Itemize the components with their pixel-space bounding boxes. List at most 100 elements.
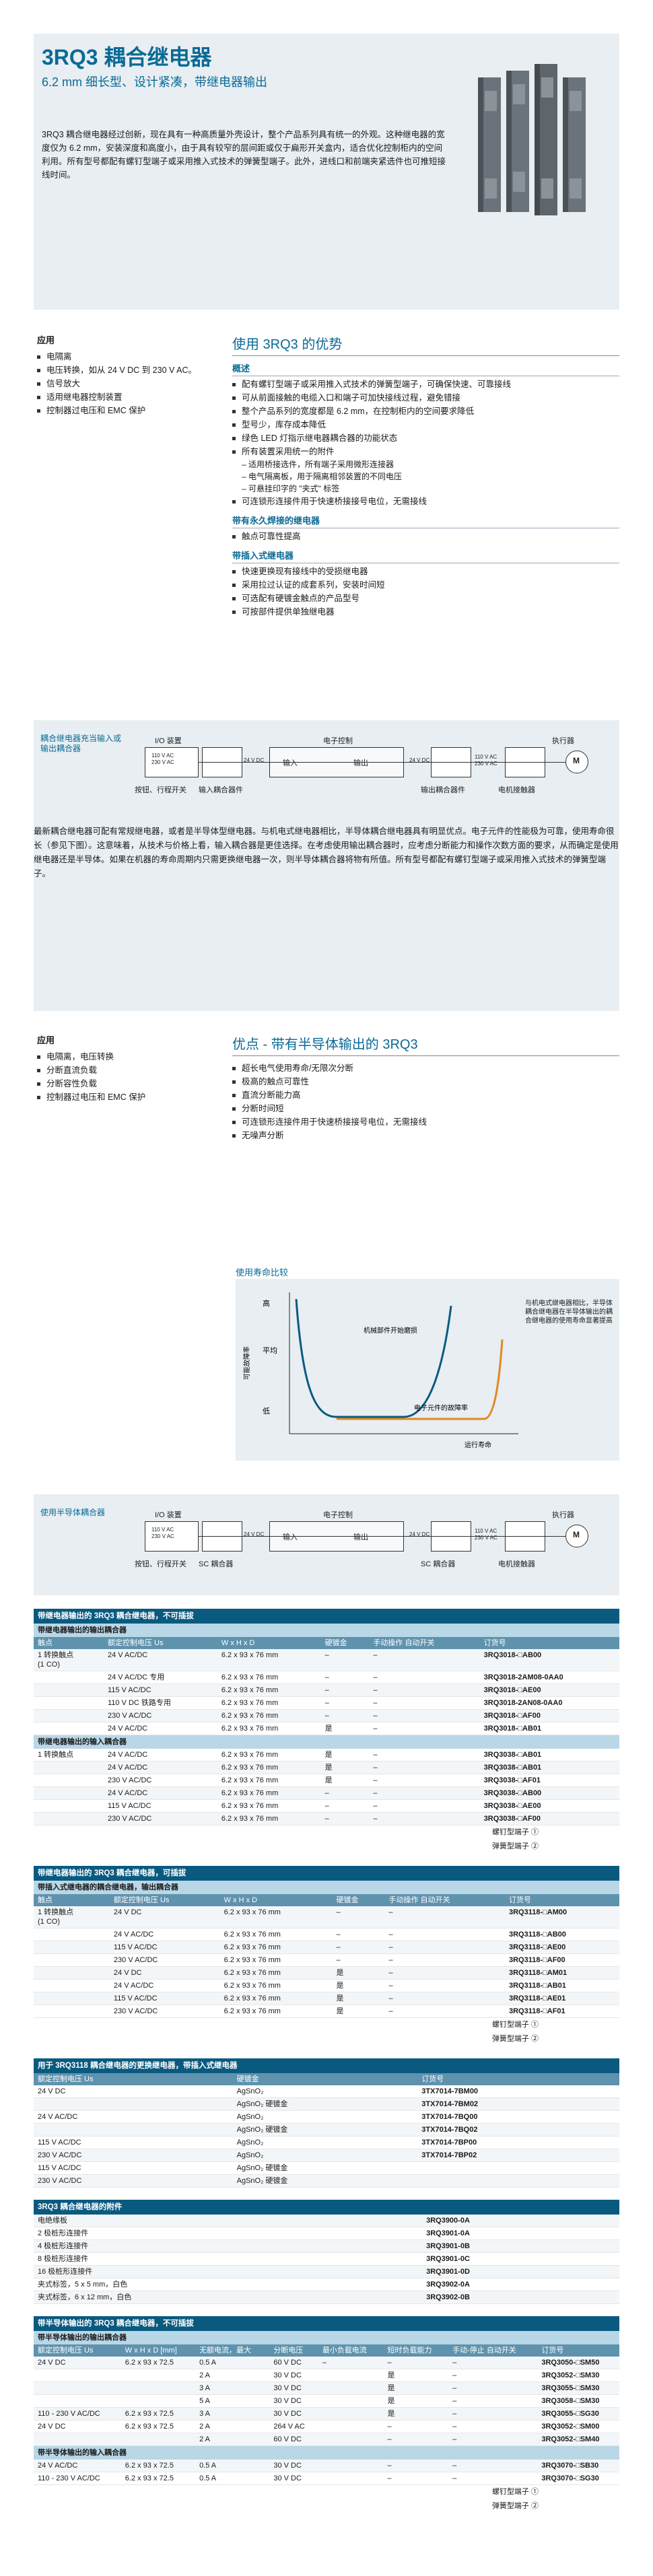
table-cell: – bbox=[369, 1749, 480, 1762]
column-header: 订货号 bbox=[479, 1637, 619, 1649]
column-header: 额定控制电压 Us bbox=[103, 1637, 217, 1649]
table-block: 带继电器输出的 3RQ3 耦合继电器，可插拔带插入式继电器的耦合继电器，输出耦合… bbox=[34, 1866, 619, 2046]
apps-list-2: 电隔离，电压转换分断直流负载分断容性负载控制器过电压和 EMC 保护 bbox=[37, 1050, 212, 1104]
voltage-2: 230 V AC bbox=[151, 1533, 174, 1539]
actuator-label: 执行器 bbox=[552, 1511, 574, 1519]
table-cell: – bbox=[383, 2357, 449, 2369]
table-cell: 4 极桩形连接件 bbox=[34, 2239, 423, 2253]
y-label-low: 低 bbox=[263, 1407, 270, 1416]
terminal-legend: 螺钉型端子 ① bbox=[34, 2017, 619, 2032]
column-header: W x H x D [mm] bbox=[121, 2344, 196, 2357]
table-cell: 110 - 230 V AC/DC bbox=[34, 2472, 121, 2485]
table-cell: 0.5 A bbox=[195, 2472, 270, 2485]
overview-last-item: 可连锁形连接件用于快速桥接接号电位，无需接线 bbox=[232, 495, 619, 508]
order-number: 3RQ3018-□AB00 bbox=[479, 1649, 619, 1671]
table-cell bbox=[34, 1761, 104, 1774]
overview-item: 绿色 LED 灯指示继电器耦合器的功能状态 bbox=[232, 431, 619, 445]
voltage-4: 230 V AC bbox=[475, 1535, 497, 1541]
voltage-1: 110 V AC bbox=[151, 1527, 174, 1533]
table-cell bbox=[34, 1709, 104, 1722]
table-subtitle: 带继电器输出的输出耦合器 bbox=[34, 1624, 619, 1637]
table-cell: 6.2 x 93 x 76 mm bbox=[217, 1799, 321, 1813]
table-cell: 是 bbox=[383, 2407, 449, 2421]
table-cell: – bbox=[332, 1953, 385, 1967]
order-number: 3RQ3902-0B bbox=[422, 2291, 619, 2304]
table-cell: 30 V DC bbox=[269, 2472, 318, 2485]
table-cell: 30 V DC bbox=[269, 2407, 318, 2421]
table-cell: – bbox=[320, 1649, 370, 1671]
io-device-label: I/O 装置 bbox=[155, 1511, 182, 1519]
voltage-1: 110 V AC bbox=[151, 753, 174, 759]
order-number: 3RQ3902-0A bbox=[422, 2278, 619, 2291]
apps-label: 应用 bbox=[37, 335, 55, 345]
table-cell: 6.2 x 93 x 76 mm bbox=[219, 1979, 333, 1992]
output-label: 输出 bbox=[353, 759, 368, 767]
relay-product-image bbox=[478, 64, 586, 215]
advantages-title: 使用 3RQ3 的优势 bbox=[232, 333, 619, 356]
overview-sublist: – 适用桥接选件，所有端子采用微形连接器– 电气隔离板，用于隔离相邻装置的不同电… bbox=[232, 458, 619, 495]
table-cell: 8 极桩形连接件 bbox=[34, 2252, 423, 2266]
table-cell: 是 bbox=[320, 1761, 370, 1774]
column-header: 额定控制电压 Us bbox=[34, 2344, 121, 2357]
table-subtitle: 带半导体输出的输出耦合器 bbox=[34, 2331, 619, 2344]
column-header: 硬镀金 bbox=[320, 1637, 370, 1649]
table-cell: – bbox=[383, 2460, 449, 2472]
diagram-title: 使用半导体耦合器 bbox=[40, 1508, 106, 1517]
table-cell: 60 V DC bbox=[269, 2433, 318, 2446]
table-cell: AgSnO₂ bbox=[232, 2136, 418, 2149]
table-cell: 是 bbox=[383, 2381, 449, 2395]
table-cell: – bbox=[384, 2005, 505, 2018]
column-header: W x H x D bbox=[217, 1637, 321, 1649]
column-header: 订货号 bbox=[537, 2344, 619, 2357]
column-header: 无额电流，最大 bbox=[195, 2344, 270, 2357]
table-cell: 0.5 A bbox=[195, 2460, 270, 2472]
table-cell: 6.2 x 93 x 76 mm bbox=[217, 1683, 321, 1697]
table-cell: 24 V AC/DC bbox=[34, 2110, 233, 2124]
table-cell bbox=[318, 2433, 384, 2446]
plugin-relay-label: 带插入式继电器 bbox=[232, 549, 619, 563]
table-cell: AgSnO₂ bbox=[232, 2110, 418, 2124]
table-cell bbox=[121, 2381, 196, 2395]
table-cell: 3 A bbox=[195, 2381, 270, 2395]
advantages-list-2: 超长电气使用寿命/无限次分断极高的触点可靠性直流分断能力高分断时间短可连锁形连接… bbox=[232, 1061, 619, 1142]
advantage-item: 超长电气使用寿命/无限次分断 bbox=[232, 1061, 619, 1075]
apps-label-2: 应用 bbox=[37, 1035, 55, 1045]
table-cell: 3 A bbox=[195, 2407, 270, 2421]
table-cell: 是 bbox=[332, 1992, 385, 2005]
table-cell: – bbox=[369, 1696, 480, 1710]
table-cell: – bbox=[448, 2420, 538, 2433]
electronic-control-label: 电子控制 bbox=[323, 737, 353, 745]
table-cell: 24 V DC bbox=[109, 1906, 220, 1928]
table-cell: 230 V AC/DC bbox=[34, 2174, 233, 2188]
app-item: 信号放大 bbox=[37, 377, 212, 390]
table-cell bbox=[34, 1992, 110, 2005]
table-cell bbox=[34, 2381, 121, 2395]
label-switch: 按钮、行程开关 bbox=[135, 786, 186, 794]
column-header: 短时负载能力 bbox=[383, 2344, 449, 2357]
table-cell: 是 bbox=[332, 1966, 385, 1980]
table-cell: – bbox=[383, 2420, 449, 2433]
table-cell: – bbox=[332, 1928, 385, 1941]
table-cell bbox=[34, 2097, 233, 2111]
app-item: 控制器过电压和 EMC 保护 bbox=[37, 404, 212, 417]
table-cell bbox=[34, 1696, 104, 1710]
order-number: 3RQ3038-□AF00 bbox=[479, 1812, 619, 1825]
table-cell: 1 转换触点 (1 CO) bbox=[34, 1649, 104, 1671]
table-cell: – bbox=[448, 2394, 538, 2408]
table-cell: – bbox=[448, 2433, 538, 2446]
voltage-2: 230 V AC bbox=[151, 759, 174, 765]
table-cell: 2 A bbox=[195, 2369, 270, 2382]
relay-module bbox=[535, 64, 557, 215]
table-title: 3RQ3 耦合继电器的附件 bbox=[34, 2200, 619, 2215]
advantage-item: 无噪声分断 bbox=[232, 1129, 619, 1142]
table-cell bbox=[121, 2369, 196, 2382]
column-header: 硬镀金 bbox=[232, 2073, 418, 2085]
label-output-coupler: 输出耦合器件 bbox=[421, 786, 465, 794]
